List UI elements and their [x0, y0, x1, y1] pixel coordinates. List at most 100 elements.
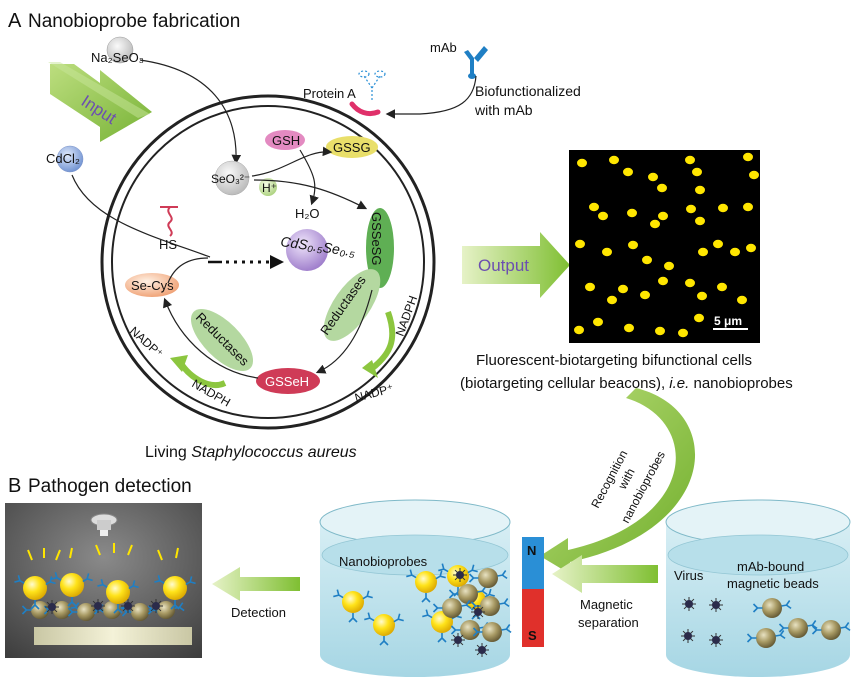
antibody-icon	[432, 603, 443, 613]
virus-icon	[453, 568, 467, 582]
tube-particles	[333, 563, 512, 657]
detection-arrow	[212, 567, 300, 601]
antibody-icon	[128, 580, 139, 590]
fluorescent-cell-dot	[607, 295, 617, 305]
nanobioprobe-particle	[23, 576, 47, 600]
magnetic-bead	[442, 598, 462, 618]
scale-bar-label: 5 μm	[714, 314, 742, 328]
magnetic-bead	[131, 603, 149, 621]
nadph-left-label: NADPH	[190, 376, 233, 409]
protein-a-icon	[349, 101, 381, 117]
fluorescent-cell-dot	[628, 240, 638, 250]
beads-label-2: magnetic beads	[727, 576, 819, 591]
gssg-molecule	[326, 136, 378, 158]
fluorescent-cell-dot	[664, 261, 674, 271]
gsh-label: GSH	[272, 133, 300, 148]
output-arrow	[462, 232, 570, 298]
fluorescent-cell-dot	[686, 204, 696, 214]
fluorescent-cell-dot	[618, 284, 628, 294]
magnetic-label-1: Magnetic	[580, 597, 633, 612]
panel-a-letter: A	[8, 10, 22, 32]
fluorescent-cell-dot	[685, 155, 695, 165]
fluorescent-cell-dot	[609, 155, 619, 165]
h-plus-label: H⁺	[262, 181, 277, 195]
fluorescent-cell-dot	[698, 247, 708, 257]
virus-icon	[475, 643, 489, 657]
antibody-icon	[746, 633, 757, 643]
antibody-icon	[811, 625, 822, 635]
fluorescent-cell-dot	[627, 208, 637, 218]
nadph-green-arrow-left-head	[170, 355, 188, 372]
magnetic-bead	[821, 620, 841, 640]
hs-protein-chain	[160, 206, 178, 237]
reductases-left	[190, 308, 254, 372]
reductases-right	[323, 269, 381, 341]
nanobioprobe-particle	[342, 591, 364, 613]
reduction-arrow-1	[315, 289, 373, 374]
magnetic-bead	[31, 601, 49, 619]
fluorescent-cell-dot	[585, 282, 595, 292]
magnetic-separation-arrow	[552, 555, 658, 593]
antibody-icon	[472, 627, 483, 637]
magnetic-bead	[482, 622, 502, 642]
virus-icon	[682, 597, 696, 611]
fluorescent-cell-dot	[650, 219, 660, 229]
antibody-icon	[448, 589, 459, 599]
nanobioprobe-tube	[319, 499, 511, 677]
magnetic-bead	[53, 601, 71, 619]
virus-icon	[149, 599, 163, 613]
antibody-icon	[840, 622, 851, 632]
magnetic-bead	[478, 568, 498, 588]
antibody-icon	[185, 576, 196, 586]
fluorescent-cell-dot	[577, 158, 587, 168]
magnet-north	[522, 537, 544, 589]
fluorescent-cell-dot	[717, 282, 727, 292]
antibody-icon	[379, 636, 389, 646]
reduction-arrow-2	[163, 297, 259, 379]
cell-label-prefix: Living	[145, 444, 191, 461]
panel-b-letter: B	[8, 475, 21, 497]
seo3-label: SeO₃²⁻	[211, 172, 250, 186]
na2seo3-label: Na₂SeO₃	[91, 50, 144, 65]
fluorescent-cell-dot	[658, 276, 668, 286]
sample-tube	[665, 499, 851, 677]
gssesg-label: GSSeSG	[369, 212, 384, 265]
secys-to-qd-path	[167, 257, 209, 284]
cell-membrane	[100, 94, 436, 430]
nadp-left-label: NADP⁺	[127, 324, 166, 361]
magnetic-bead	[77, 603, 95, 621]
magnet-n-label: N	[527, 543, 536, 558]
antibody-icon	[154, 575, 165, 584]
h2o-arrow	[299, 149, 319, 206]
se-cys-molecule	[125, 273, 179, 297]
antibody-icon	[348, 613, 358, 623]
antibody-icon	[113, 604, 123, 614]
gsh-molecule	[265, 130, 305, 150]
fluorescent-cell-dot	[602, 247, 612, 257]
antibody-icon	[14, 575, 25, 584]
fluorescent-cell-dot	[574, 325, 584, 335]
fluorescent-cell-dot	[718, 203, 728, 213]
cdcl2-label: CdCl₂	[46, 151, 80, 166]
biofunctionalized-label-1: Biofunctionalized	[475, 83, 581, 99]
antibody-icon	[21, 605, 32, 615]
magnetic-bead	[103, 601, 121, 619]
cdsse-quantum-dot	[286, 229, 328, 271]
fluorescent-cell-dot	[685, 278, 695, 288]
gsh-oxidation-arrow	[251, 146, 333, 177]
cdcl2-molecule	[56, 145, 84, 173]
virus-icon	[681, 629, 695, 643]
magnetic-label-2: separation	[578, 615, 639, 630]
virus-icon	[709, 598, 723, 612]
nanobioprobe-particle	[373, 614, 395, 636]
fluorescent-cell-dot	[658, 211, 668, 221]
antibody-icon	[468, 573, 479, 583]
nadph-green-arrow-right	[368, 310, 396, 373]
magnetic-bead	[460, 620, 480, 640]
magnetic-bead	[458, 584, 478, 604]
fluorescent-cell-dot	[593, 317, 603, 327]
seo3-molecule	[214, 160, 250, 196]
detection-plate	[34, 627, 192, 645]
gssg-label: GSSG	[333, 140, 371, 155]
